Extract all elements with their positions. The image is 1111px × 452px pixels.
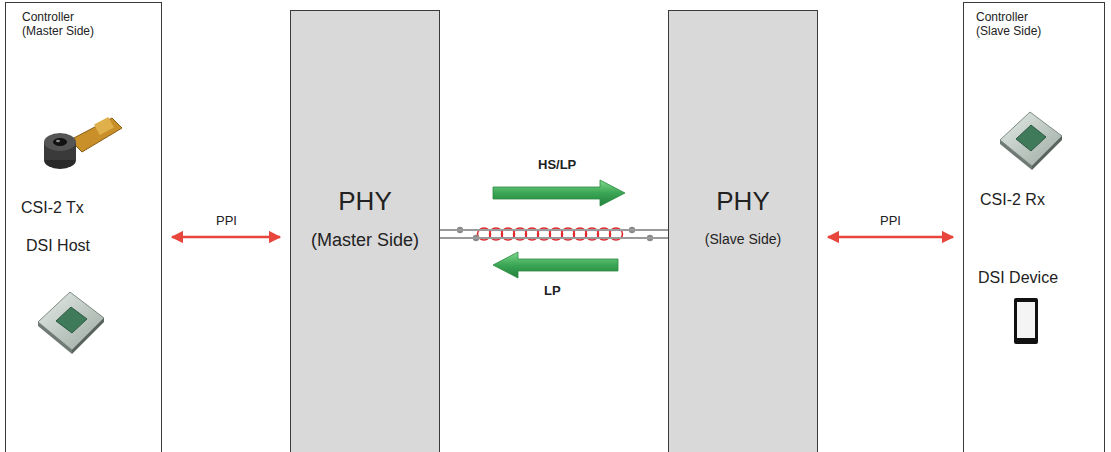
wire-line <box>440 229 668 231</box>
edge-label: PPI <box>213 214 240 229</box>
camera-icon <box>44 117 122 169</box>
phy-box: PHY (Master Side) <box>290 10 440 452</box>
chip-icon <box>1000 112 1062 170</box>
phy-side: (Slave Side) <box>669 231 817 247</box>
wire-line <box>440 237 668 239</box>
phy-title: PHY <box>291 187 439 217</box>
twisted-pair-link <box>440 230 668 238</box>
signal-mode: LP <box>541 284 564 299</box>
signal-mode: HS/LP <box>535 158 579 173</box>
controller-title: Controller (Slave Side) <box>976 11 1064 39</box>
phy-box: PHY (Slave Side) <box>668 10 818 452</box>
phy-side: (Master Side) <box>291 230 439 251</box>
controller-box: Controller (Slave Side) CSI-2 Rx DSI Devic… <box>963 2 1105 452</box>
chip-icon <box>38 292 104 354</box>
wire-dot <box>457 227 653 241</box>
forward-arrow <box>493 180 625 206</box>
phy-title: PHY <box>669 187 817 217</box>
edge-label: PPI <box>877 214 904 229</box>
controller-title: Controller (Master Side) <box>22 11 110 39</box>
arrow-line <box>172 236 280 239</box>
interface-name: DSI Device <box>978 269 1058 287</box>
interface-name: DSI Host <box>26 237 90 255</box>
arrow-line <box>828 236 953 239</box>
ppi-arrow <box>828 237 953 238</box>
ppi-arrow <box>172 237 280 238</box>
controller-box: Controller (Master Side) CSI-2 Tx DSI Host <box>5 2 162 452</box>
reverse-arrow <box>493 252 618 278</box>
interface-name: CSI-2 Rx <box>980 191 1045 209</box>
display-icon <box>1014 298 1038 344</box>
interface-name: CSI-2 Tx <box>21 199 84 217</box>
